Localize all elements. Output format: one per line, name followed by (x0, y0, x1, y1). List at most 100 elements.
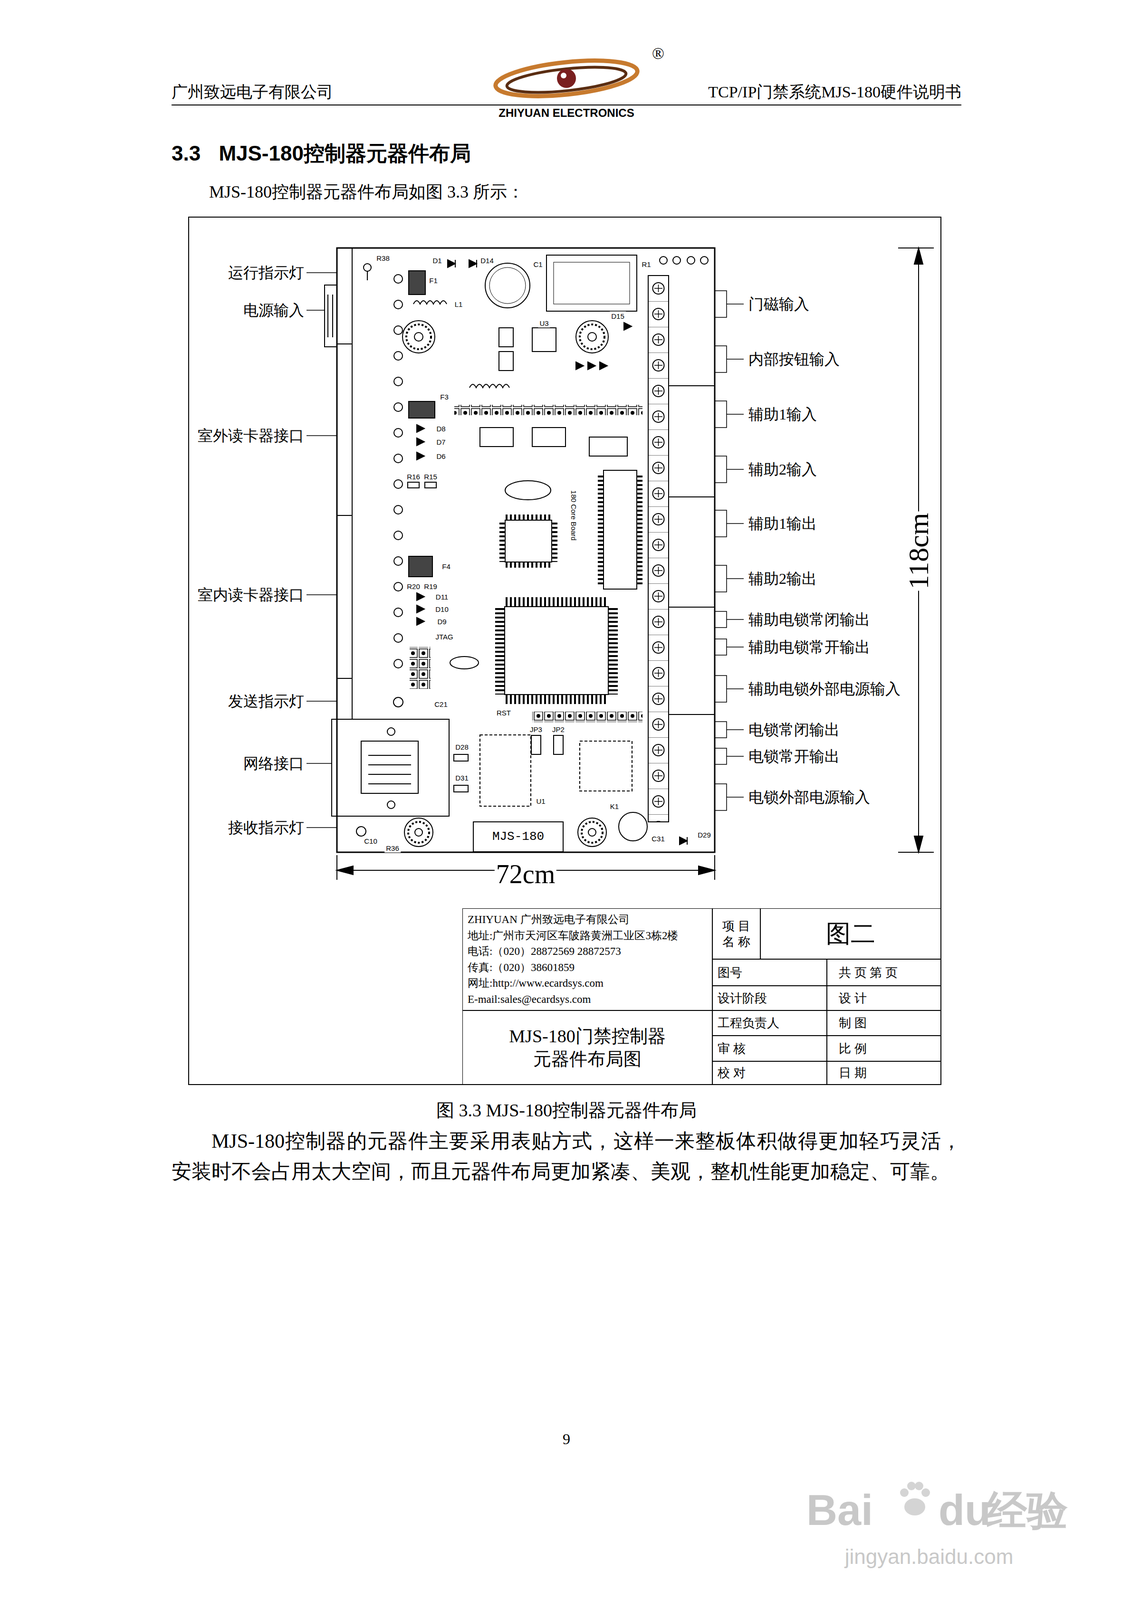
pcb-board (479, 735, 531, 807)
callout-label: 辅助2输出 (748, 569, 817, 589)
pcb-board (414, 332, 423, 342)
pcb-board (531, 735, 541, 755)
leader-line (714, 721, 744, 739)
pcb-board (327, 294, 333, 338)
dimension-line (914, 248, 923, 265)
callout-label: 门磁输入 (748, 294, 810, 314)
watermark-paw (914, 1482, 924, 1491)
pcb-board (402, 320, 609, 847)
pcb-board (387, 801, 395, 809)
part-designator: D10 (433, 604, 451, 614)
header-text: 广州致远电子有限公司 (171, 81, 334, 103)
pcb-board (408, 556, 433, 577)
part-designator: R15 (422, 472, 439, 482)
pcb-board (416, 593, 425, 626)
pcb-board (575, 362, 608, 370)
callout-label: 辅助1输入 (748, 404, 817, 424)
part-designator: D15 (609, 311, 626, 321)
part-designator: JP2 (550, 725, 566, 735)
callout-label: 电源输入 (243, 300, 305, 320)
dimension-line (336, 248, 934, 881)
leader-line (714, 456, 744, 483)
pcb-board (587, 332, 597, 342)
part-designator: R38 (374, 253, 392, 263)
part-designator: F3 (438, 392, 451, 402)
pcb-board (406, 324, 432, 350)
pcb-board (553, 735, 564, 755)
pcb-board (402, 320, 435, 354)
leader-line (714, 401, 744, 428)
header-text: TCP/IP门禁系统MJS-180硬件说明书 (708, 81, 962, 103)
pcb-board (498, 351, 514, 371)
cell-text: 设 计 (838, 990, 867, 1007)
cell-text: 电话:（020）28872569 28872573 (467, 944, 622, 959)
cell-text: 名 称 (722, 934, 751, 950)
leader-line (714, 290, 744, 318)
pcb-board (623, 322, 632, 331)
pcb-board (505, 514, 552, 521)
pcb-board (356, 826, 366, 837)
part-designator: R1 (640, 259, 652, 269)
pcb-board (469, 384, 510, 388)
cell-text: 图号 (717, 965, 743, 981)
leader-line (714, 784, 744, 811)
dimension-line (336, 866, 354, 875)
callout-label: 辅助电锁外部电源输入 (748, 679, 901, 699)
cell-text: 图二 (825, 918, 876, 950)
logo-text: ZHIYUAN ELECTRONICS (497, 105, 636, 121)
cell-text: 工程负责人 (717, 1015, 780, 1032)
part-designator: F4 (440, 562, 452, 572)
cell-text: 制 图 (838, 1015, 867, 1032)
company-logo (556, 68, 576, 88)
cell-text: E-mail:sales@ecardsys.com (467, 992, 591, 1007)
pcb-board (368, 755, 412, 785)
pcb-board (413, 300, 447, 305)
part-designator: RST (495, 708, 513, 718)
pcb-board (404, 818, 433, 847)
title-block-cell: 制 图 (826, 1010, 941, 1036)
pcb-board (700, 256, 709, 265)
watermark-paw (907, 1482, 916, 1491)
part-designator: C31 (650, 834, 667, 844)
part-designator: D28 (453, 742, 470, 752)
pcb-board (687, 256, 695, 265)
cell-text: 日 期 (838, 1065, 867, 1082)
part-designator: C21 (432, 699, 450, 710)
title-block-cell: 图号 (712, 959, 827, 987)
watermark-paw (900, 1488, 909, 1498)
leader-line (306, 272, 337, 828)
pcb-board (424, 482, 437, 489)
pcb-board (336, 248, 715, 853)
callout-label: 发送指示灯 (228, 691, 305, 711)
part-designator: D6 (434, 451, 447, 461)
pcb-board (388, 266, 408, 675)
callout-label: 室外读卡器接口 (197, 426, 305, 446)
title-block-cell: 校 对 (712, 1061, 827, 1085)
part-designator: D31 (453, 773, 470, 783)
callout-label: 室内读卡器接口 (197, 585, 305, 605)
pcb-board (454, 404, 643, 416)
pcb-board (499, 520, 506, 563)
part-designator: K1 (608, 802, 621, 812)
pcb-board (489, 267, 526, 304)
pcb-board (532, 711, 643, 723)
company-logo (505, 62, 627, 97)
cell-text: MJS-180门禁控制器 (508, 1025, 666, 1048)
part-designator: D7 (434, 437, 447, 447)
pcb-board (575, 320, 609, 354)
pcb-board (495, 606, 505, 695)
pcb-board (551, 520, 558, 563)
company-logo (560, 72, 567, 79)
pcb-board (453, 785, 469, 793)
pcb-board (450, 656, 479, 670)
pcb-board (668, 385, 715, 715)
pcb-board (414, 828, 423, 837)
title-block-cell: ZHIYUAN 广州致远电子有限公司地址:广州市天河区车陂路黄洲工业区3栋2楼电… (462, 908, 713, 1011)
cell-text: 校 对 (717, 1065, 746, 1082)
pcb-board (393, 697, 403, 708)
cell-text: 共 页 第 页 (838, 965, 898, 981)
part-designator: D1 (431, 256, 443, 266)
company-logo (493, 55, 639, 103)
title-block-cell: 共 页 第 页 (826, 959, 941, 987)
